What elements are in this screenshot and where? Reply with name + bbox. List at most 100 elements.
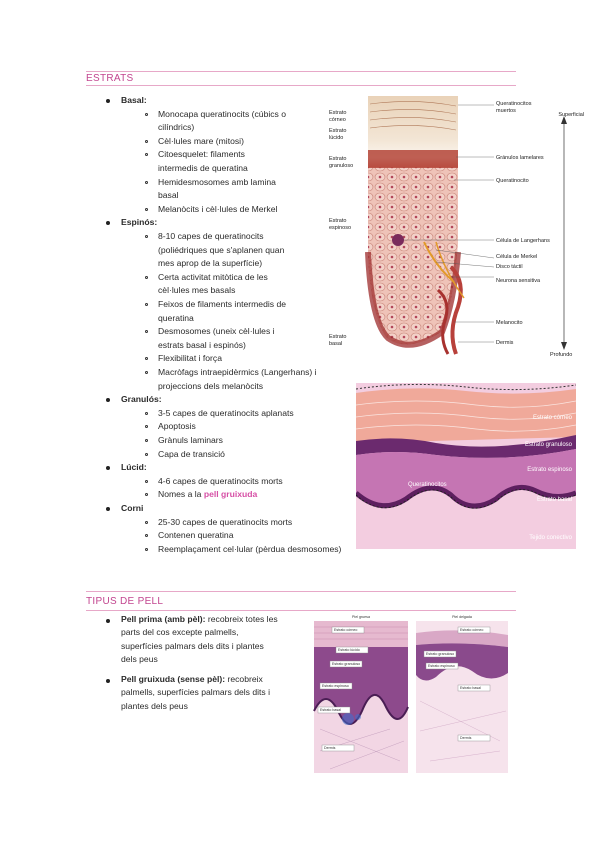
estrat-espinos-item: estrats basal i espinós)	[158, 339, 246, 350]
sub-bullet	[145, 411, 148, 415]
diagram-label: basal	[329, 341, 342, 347]
photo-label: Estrato basal	[460, 686, 481, 690]
label-box	[425, 662, 459, 670]
pell-prima-title: Pell prima (amb pèl):	[121, 614, 206, 624]
photo-label: Estrato espinoso	[322, 684, 349, 688]
estrat-basal-item: basal	[158, 190, 179, 201]
label-box	[457, 626, 491, 634]
diagram-label: Célula de Langerhans	[496, 238, 550, 244]
note-prefix: Nomes a la	[158, 489, 204, 500]
diagram-label: Estrato	[329, 128, 346, 134]
estrat-basal-item: intermedis de queratina	[158, 163, 248, 173]
bullet	[106, 398, 110, 403]
estrat-espinos-item: Macròfags intraepidèrmics (Langerhans) i	[158, 367, 317, 377]
estrat-lucid-note: Nomes a la pell gruixuda	[158, 488, 257, 501]
diagram-label: Queratinocitos	[496, 101, 532, 107]
direction-label: Superficial	[558, 112, 584, 118]
estrat-espinos-item: Certa activitat mitòtica de les	[158, 271, 268, 282]
label-box	[457, 734, 491, 742]
label-box	[317, 706, 351, 714]
estrat-espinos-item: Feixos de filaments intermedis de	[158, 299, 287, 309]
bullet	[106, 221, 110, 226]
pell-gruixuda-text: Pell gruixuda (sense pèl): recobreix pal…	[121, 673, 311, 713]
histology-label: Estrato córneo	[533, 415, 573, 421]
pell-prima-line: parts del cos excepte palmells,	[121, 627, 239, 638]
estrat-basal-item: Monocapa queratinocits (cúbics o	[158, 108, 287, 119]
photo-label: Dermis	[460, 736, 472, 740]
diagram-label: muertos	[496, 108, 516, 114]
estrat-title-granulos: Granulós:	[121, 394, 162, 405]
photo-title: Piel gruesa	[352, 615, 370, 619]
sub-bullet	[145, 493, 148, 497]
pell-prima-line: dels peus	[121, 654, 158, 665]
epidermis-layers-diagram: EstratocórneoEstratolúcidoEstratogranulo…	[329, 96, 584, 358]
sub-bullet	[145, 425, 148, 429]
label-box	[423, 650, 457, 658]
diagram-label: Queratinocito	[496, 178, 529, 184]
bullet	[106, 619, 110, 623]
sub-bullet	[145, 520, 148, 524]
estrat-corni-item: Contenen queratina	[158, 530, 234, 541]
sub-bullet	[145, 139, 148, 143]
heading-rule-top-2	[86, 591, 516, 592]
photo-label: Estrato espinoso	[428, 664, 455, 668]
estrat-basal-item: cilíndrics)	[158, 122, 195, 133]
photo-label: Estrato granuloso	[332, 662, 360, 666]
estrat-espinos-item: queratina	[158, 312, 194, 323]
estrat-espinos-item: cèl·lules mes basals	[158, 285, 236, 296]
label-box	[319, 682, 353, 690]
diagram-label: Dermis	[496, 340, 514, 346]
bullet	[106, 507, 110, 511]
pell-gruixuda-line: palmells, superfícies palmars dels dits …	[121, 687, 271, 698]
estrat-corni-item: 25-30 capes de queratinocits morts	[158, 516, 293, 527]
sub-bullet	[145, 330, 148, 334]
bullet	[106, 99, 110, 103]
sub-bullet	[145, 207, 148, 211]
label-box	[321, 744, 355, 752]
pell-gruixuda-highlight: pell gruixuda	[203, 489, 258, 500]
estrat-espinos-item: Desmosomes (uneix cèl·lules i	[158, 326, 275, 337]
estrat-granulos-item: Capa de transició	[158, 448, 225, 459]
estrat-espinos-item: (poliédriques que s'aplanen quan	[158, 244, 285, 255]
sub-bullet	[145, 153, 148, 157]
sub-bullet	[145, 371, 148, 374]
pell-prima-text: Pell prima (amb pèl): recobreix totes le…	[121, 613, 311, 667]
photo-label: Dermis	[324, 746, 336, 750]
estrat-corni-item: Reemplaçament cel·lular (pèrdua desmosom…	[158, 543, 342, 554]
estrat-title-basal: Basal:	[121, 95, 147, 105]
estrat-basal-item: Citoesquelet: filaments	[158, 149, 245, 160]
diagram-label: Neurona sensitiva	[496, 278, 541, 284]
heading-rule-bottom-2	[86, 610, 516, 611]
estrat-title-espinos: Espinós:	[121, 217, 158, 228]
estrat-espinos-item: Flexibilitat i força	[158, 353, 222, 364]
diagram-label: lúcido	[329, 135, 343, 141]
bullet	[106, 679, 110, 683]
photo-label: Estrato córneo	[334, 628, 357, 632]
photo-label: Estrato lúcido	[338, 648, 360, 652]
histology-label: Estrato espinoso	[527, 467, 572, 473]
sub-bullet	[145, 452, 148, 456]
pell-prima-line: superfícies palmars dels dits i plantes	[121, 640, 264, 651]
sub-bullet	[145, 112, 148, 116]
label-box	[335, 646, 369, 654]
diagram-label: Melanocito	[496, 320, 523, 326]
label-box	[329, 660, 363, 668]
direction-label: Profundo	[550, 352, 572, 358]
diagram-label: granuloso	[329, 163, 353, 169]
diagram-label: Estrato	[329, 334, 346, 340]
estrat-basal-item: Hemidesmosomes amb lamina	[158, 176, 276, 187]
diagram-label: córneo	[329, 117, 346, 123]
estrat-basal-item: Cèl·lules mare (mitosi)	[158, 135, 244, 146]
section-heading-estrats: ESTRATS	[86, 73, 134, 84]
sub-bullet	[145, 275, 148, 279]
diagram-label: Estrato	[329, 218, 346, 224]
bullet	[106, 466, 110, 471]
diagram-label: Estrato	[329, 110, 346, 116]
diagram-label: Disco táctil	[496, 264, 523, 270]
pell-prima-line: recobreix totes les	[205, 614, 278, 624]
estrat-lucid-item: 4-6 capes de queratinocits morts	[158, 475, 283, 486]
photo-label: Estrato granuloso	[426, 652, 454, 656]
sub-bullet	[145, 235, 148, 238]
